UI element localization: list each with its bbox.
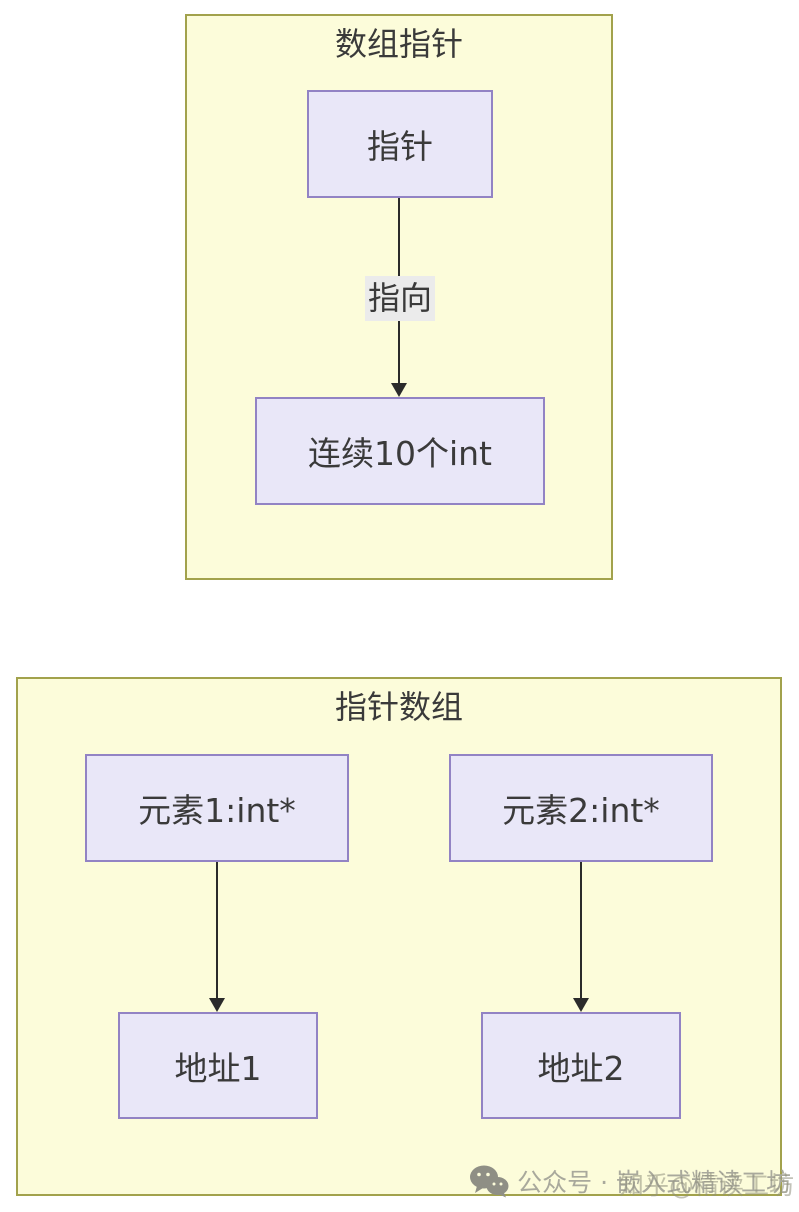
edge-element2-to-addr2-line bbox=[580, 862, 582, 1002]
node-address2-label: 地址2 bbox=[537, 1048, 625, 1088]
node-pointer-label: 指针 bbox=[367, 127, 433, 166]
watermark-text: 公众号 · 嵌入式精读工坊 bbox=[517, 1168, 791, 1197]
node-ten-ints-label: 连续10个int bbox=[307, 434, 492, 473]
wechat-icon bbox=[470, 1165, 509, 1198]
watermark: 公众号 · 嵌入式精读工坊 知乎@精读工坊 bbox=[469, 1163, 794, 1200]
edge-label-points-to: 指向 bbox=[364, 276, 436, 322]
edge-element1-to-addr1-line bbox=[216, 862, 218, 1002]
package-title-pointer-array: 指针数组 bbox=[334, 688, 463, 726]
node-element1: 元素1:int* bbox=[85, 754, 349, 862]
package-title-array-pointer: 数组指针 bbox=[334, 25, 463, 63]
arrow-down-icon bbox=[209, 998, 225, 1012]
arrow-down-icon bbox=[391, 383, 407, 397]
arrow-down-icon bbox=[573, 998, 589, 1012]
node-element2: 元素2:int* bbox=[449, 754, 713, 862]
node-address1: 地址1 bbox=[118, 1012, 318, 1119]
node-address1-label: 地址1 bbox=[174, 1048, 262, 1088]
node-element1-label: 元素1:int* bbox=[138, 791, 296, 830]
node-ten-ints: 连续10个int bbox=[255, 397, 545, 505]
node-element2-label: 元素2:int* bbox=[502, 791, 660, 830]
node-pointer: 指针 bbox=[307, 90, 493, 198]
node-address2: 地址2 bbox=[481, 1012, 681, 1119]
